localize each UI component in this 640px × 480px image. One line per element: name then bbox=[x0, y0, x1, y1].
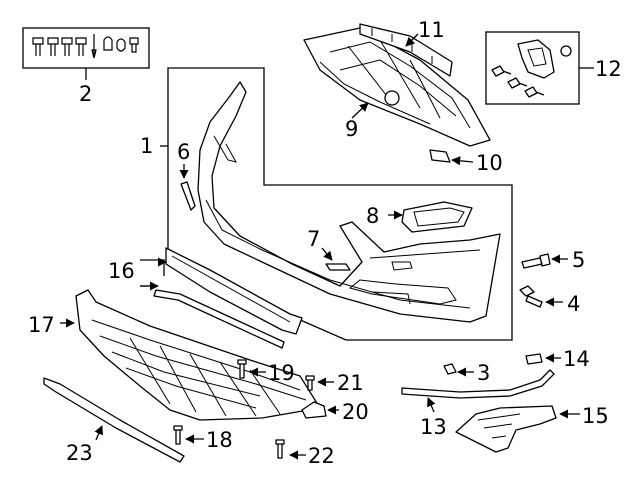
callout-12: 12 bbox=[595, 57, 622, 81]
callout-23: 23 bbox=[66, 441, 93, 465]
part-15-shield: 15 bbox=[455, 404, 609, 453]
part-20-bracket: 20 bbox=[301, 400, 369, 424]
part-10-clip: 10 bbox=[429, 149, 503, 175]
bumper-cover bbox=[197, 81, 501, 323]
part-11-seal: 11 bbox=[359, 18, 453, 77]
callout-8: 8 bbox=[366, 204, 379, 228]
hardware-kit-box: 2 bbox=[22, 27, 150, 106]
part-14-clip: 14 bbox=[525, 347, 590, 371]
part-23-lower-trim: 23 bbox=[43, 377, 185, 465]
part-19-screw: 19 bbox=[237, 359, 295, 385]
callout-1: 1 bbox=[140, 134, 153, 158]
callout-2: 2 bbox=[79, 82, 92, 106]
callout-19: 19 bbox=[268, 361, 295, 385]
part-5-bolt: 5 bbox=[521, 248, 585, 272]
callout-6: 6 bbox=[177, 140, 190, 164]
part-4-bolt: 4 bbox=[519, 285, 580, 316]
part-9-grille: 9 bbox=[303, 27, 491, 147]
callout-5: 5 bbox=[572, 248, 585, 272]
part-16-strips: 16 bbox=[108, 247, 303, 349]
callout-22: 22 bbox=[308, 444, 335, 468]
callout-11: 11 bbox=[418, 18, 445, 42]
callout-17: 17 bbox=[28, 313, 55, 337]
callout-20: 20 bbox=[342, 400, 369, 424]
callout-15: 15 bbox=[582, 404, 609, 428]
part-13-trim-strip: 13 bbox=[401, 369, 555, 439]
part-7-cap: 7 bbox=[307, 227, 351, 271]
part-3-nut: 3 bbox=[443, 361, 490, 385]
part-22-screw: 22 bbox=[275, 439, 335, 468]
part-8-bracket: 8 bbox=[366, 201, 473, 233]
callout-21: 21 bbox=[337, 371, 364, 395]
part-21-screw: 21 bbox=[305, 371, 364, 395]
callout-3: 3 bbox=[477, 361, 490, 385]
callout-4: 4 bbox=[567, 292, 580, 316]
callout-7: 7 bbox=[307, 227, 320, 251]
callout-16: 16 bbox=[108, 259, 135, 283]
part-17-lower-panel: 17 bbox=[28, 289, 321, 421]
callout-10: 10 bbox=[476, 151, 503, 175]
part-6-bracket: 6 bbox=[177, 140, 196, 211]
kit-screw-icons bbox=[32, 34, 139, 59]
part-18-screw: 18 bbox=[173, 425, 233, 452]
callout-13: 13 bbox=[420, 415, 447, 439]
callout-18: 18 bbox=[206, 428, 233, 452]
callout-9: 9 bbox=[345, 117, 358, 141]
bracket-kit-box: 12 bbox=[485, 31, 622, 105]
callout-14: 14 bbox=[563, 347, 590, 371]
